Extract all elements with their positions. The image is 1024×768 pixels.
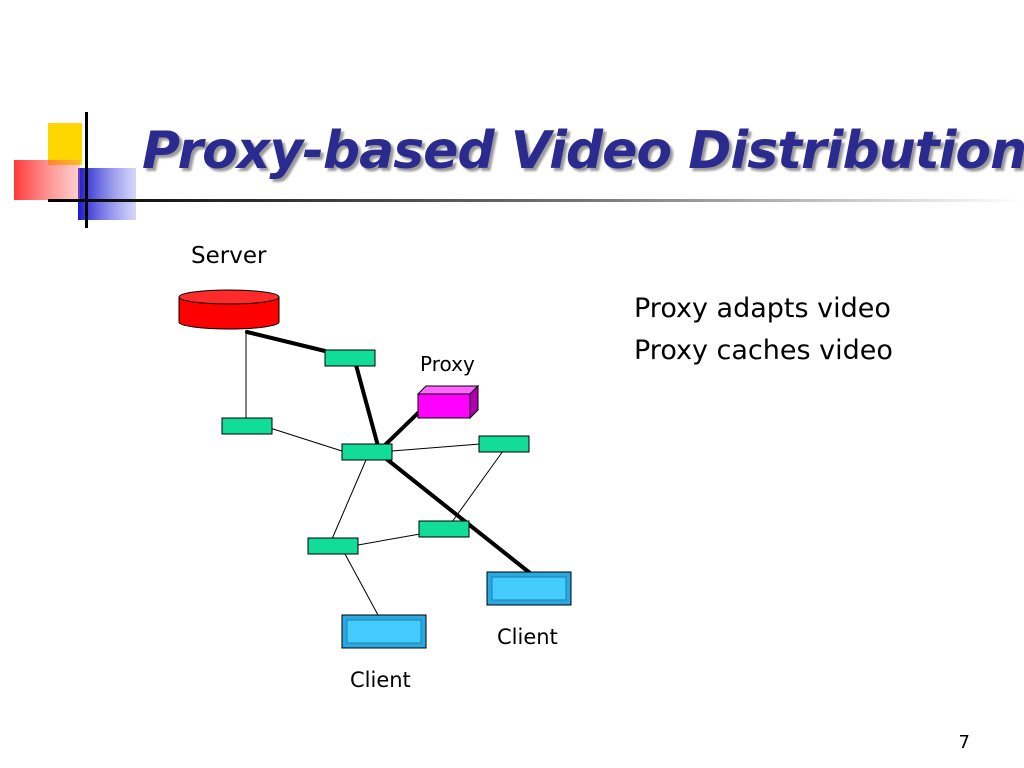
router-middle	[418, 520, 470, 538]
bullet-item: Proxy caches video	[634, 335, 893, 366]
router-bottom-left	[307, 537, 359, 555]
client-label-right: Client	[497, 625, 558, 649]
delivery-path	[245, 330, 532, 575]
path-server-router-top	[245, 330, 327, 353]
client-icon-right	[486, 571, 572, 606]
thin-links	[245, 330, 504, 616]
slide-title: Proxy-based Video Distribution	[142, 121, 1024, 181]
slide-decoration	[14, 112, 1024, 228]
proxy-label: Proxy	[420, 352, 475, 376]
server-label: Server	[191, 243, 267, 269]
link-bottom-left-middle	[357, 533, 421, 546]
proxy-icon	[416, 384, 480, 420]
link-right-middle	[451, 450, 504, 523]
deco-red-square	[14, 160, 80, 200]
routers	[221, 349, 530, 555]
client-label-left: Client	[350, 668, 411, 692]
link-router-left-center	[269, 427, 346, 453]
deco-vertical-line	[85, 112, 88, 228]
router-right	[478, 435, 530, 453]
bullet-list: Proxy adapts video Proxy caches video	[634, 288, 893, 372]
link-bottom-left-client	[344, 553, 379, 616]
title-underline	[48, 199, 1024, 202]
router-left	[221, 417, 273, 435]
deco-yellow-square	[48, 123, 82, 165]
link-center-bottom-left	[331, 459, 367, 540]
link-center-right	[391, 443, 481, 452]
page-number: 7	[958, 732, 970, 753]
router-center	[341, 443, 393, 461]
path-router-top-center	[354, 363, 380, 448]
path-proxy-center	[380, 411, 420, 450]
client-icon-left	[341, 614, 427, 649]
server-icon	[178, 289, 280, 330]
path-center-client	[382, 455, 532, 575]
bullet-item: Proxy adapts video	[634, 293, 891, 324]
router-top	[324, 349, 376, 367]
